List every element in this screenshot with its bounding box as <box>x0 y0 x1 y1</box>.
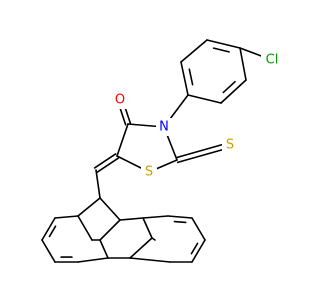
anthracene-bond <box>142 215 169 219</box>
chlorine-atom-label: Cl <box>266 53 279 68</box>
anthracene-bond <box>41 217 56 241</box>
ring-bond-c5-c4 <box>116 123 129 157</box>
thione-sulfur-atom-label: S <box>226 138 234 153</box>
thione-bond-2 <box>176 146 232 164</box>
phenyl-ring-bond <box>180 61 189 96</box>
anthracene-bond <box>99 219 121 241</box>
anthracene-bond <box>167 215 193 219</box>
exocyclic-double-bond-2 <box>93 153 117 169</box>
atom-label-layer: O N S S Cl <box>112 51 283 181</box>
ring-sulfur-atom-label: S <box>145 165 153 180</box>
anthracene-inner-bond <box>190 242 199 255</box>
anthracene-bond <box>77 257 109 263</box>
anthracene-bond <box>129 237 153 259</box>
phenyl-ring-bond <box>180 39 208 63</box>
exocyclic-double-bond <box>96 157 120 173</box>
anthracene-bond <box>99 239 109 259</box>
phenyl-ring-bond <box>220 79 247 104</box>
phenyl-inner-bond <box>188 68 194 86</box>
anthracene-inner-bond <box>48 225 57 238</box>
anthracene-bond <box>77 215 93 241</box>
anthracene-bond <box>129 257 171 263</box>
anthracene-bond <box>54 215 79 219</box>
anthracene-bond <box>151 237 156 241</box>
anthracene-bond <box>41 239 56 263</box>
phenyl-ring-bond <box>206 39 241 49</box>
thione-bond <box>175 141 231 159</box>
molecule-structure: O N S S Cl <box>41 39 283 263</box>
phenyl-inner-bond <box>212 47 230 53</box>
anthracene-bond <box>191 239 206 263</box>
anthracene-bond <box>191 217 206 241</box>
anthracene-bond <box>119 217 144 221</box>
anthracene-bond <box>142 217 153 239</box>
anthracene-inner-bond <box>173 220 187 224</box>
oxygen-atom-label: O <box>115 93 125 108</box>
phenyl-ring-bond <box>187 94 222 104</box>
anthracene-bond <box>77 197 101 217</box>
vinyl-anthracene-bond <box>95 169 101 199</box>
phenyl-inner-bond <box>222 80 236 94</box>
phenyl-ring-bond <box>239 47 247 81</box>
anthracene-bond <box>99 197 121 221</box>
nitrogen-atom-label: N <box>159 120 169 135</box>
